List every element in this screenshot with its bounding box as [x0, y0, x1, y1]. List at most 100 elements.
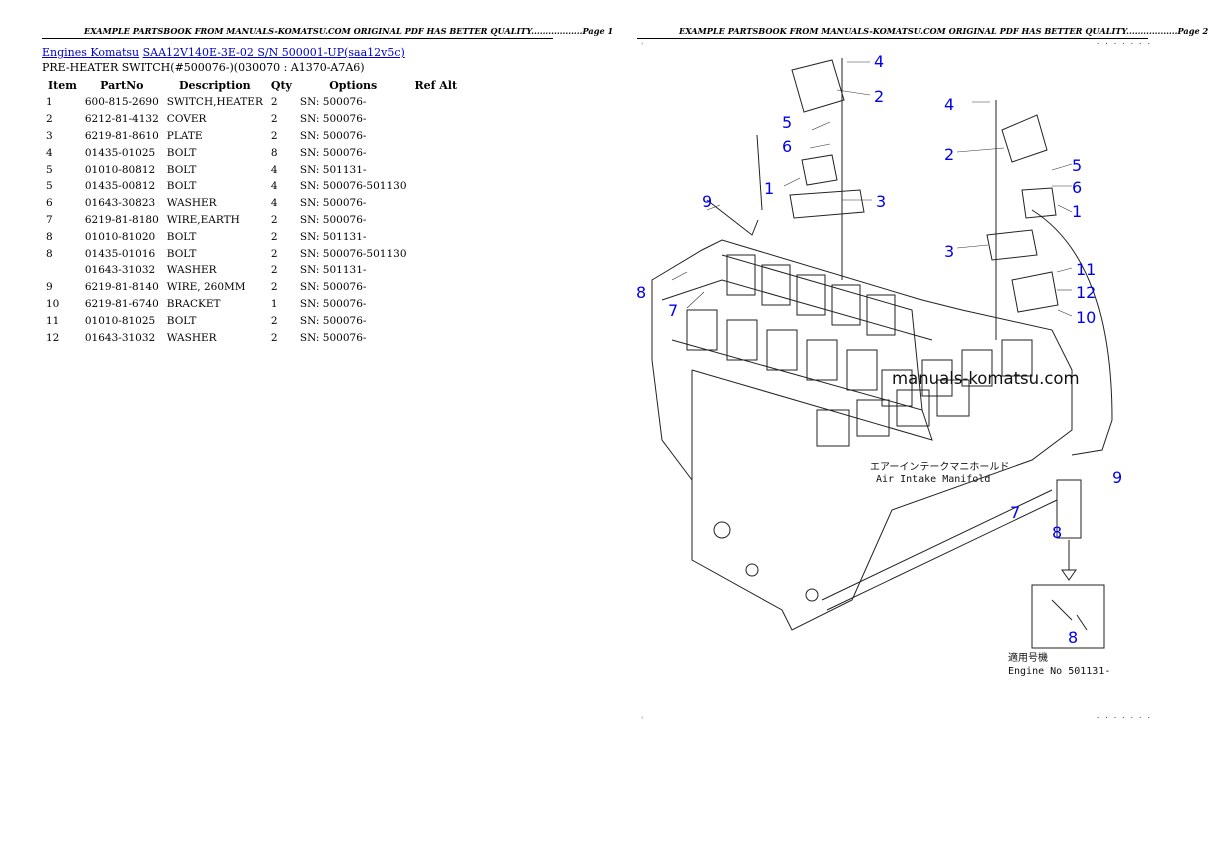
callout-5-right: 5	[1072, 156, 1082, 175]
page-title: PRE-HEATER SWITCH(#500076-)(030070 : A13…	[42, 61, 365, 74]
cover-left	[791, 59, 845, 113]
cell-partno: 01435-01016	[84, 247, 156, 260]
cell-options: SN: 500076-	[299, 113, 367, 126]
cell-qty: 2	[270, 213, 278, 226]
applicability-label-jp: 適用号機	[1008, 651, 1048, 664]
cell-description: BOLT	[166, 180, 197, 193]
cell-partno: 01010-81025	[84, 314, 156, 327]
cell-options: SN: 500076-501130	[299, 180, 407, 193]
cell-partno: 01010-80812	[84, 163, 156, 176]
cell-qty: 2	[270, 129, 278, 142]
corner-mark: · · · · · · ·	[1096, 40, 1151, 48]
cell-description: BOLT	[166, 247, 197, 260]
plate-right	[986, 229, 1038, 261]
cell-ref-alt	[411, 128, 462, 145]
cell-ref-alt	[411, 262, 462, 279]
callout-4-left: 4	[874, 52, 884, 71]
cell-options: SN: 500076-	[299, 146, 367, 159]
column-header-qty: Qty	[270, 79, 292, 92]
callout-7-left: 7	[668, 301, 678, 320]
header-divider	[42, 38, 553, 39]
cell-options: SN: 500076-	[299, 96, 367, 109]
cell-qty: 2	[270, 96, 278, 109]
cell-ref-alt	[411, 329, 462, 346]
cell-description: BOLT	[166, 230, 197, 243]
cell-item: 12	[46, 331, 60, 344]
cell-ref-alt	[411, 312, 462, 329]
cell-qty: 2	[270, 113, 278, 126]
cell-ref-alt	[411, 178, 462, 195]
cell-qty: 4	[270, 180, 278, 193]
callout-10: 10	[1076, 308, 1096, 327]
breadcrumb-link-model[interactable]: SAA12V140E-3E-02 S/N 500001-UP(saa12v5c)	[142, 46, 405, 59]
cell-description: WASHER	[166, 264, 217, 277]
page-header: EXAMPLE PARTSBOOK FROM MANUALS-KOMATSU.C…	[679, 26, 1208, 36]
cell-options: SN: 500076-	[299, 297, 367, 310]
cell-partno: 01643-30823	[84, 197, 156, 210]
breadcrumb-link-engines[interactable]: Engines Komatsu	[42, 46, 140, 59]
callout-9-left: 9	[702, 192, 712, 211]
callout-6-right: 6	[1072, 178, 1082, 197]
cell-options: SN: 500076-	[299, 314, 367, 327]
column-header-ref-alt: Ref Alt	[414, 79, 458, 92]
callout-5-left: 5	[782, 113, 792, 132]
column-header-item: Item	[48, 79, 77, 92]
cell-ref-alt	[411, 144, 462, 161]
corner-mark: ˈ	[640, 716, 645, 724]
cell-partno: 01643-31032	[84, 331, 156, 344]
callout-2-left: 2	[874, 87, 884, 106]
cell-ref-alt	[411, 94, 462, 111]
cell-qty: 2	[270, 230, 278, 243]
cylinder-head-row-left	[686, 254, 896, 391]
cell-description: BOLT	[166, 146, 197, 159]
cell-description: WASHER	[166, 331, 217, 344]
cell-item: 8	[46, 247, 53, 260]
cell-ref-alt	[411, 111, 462, 128]
cell-description: BRACKET	[166, 297, 221, 310]
callout-12: 12	[1076, 283, 1096, 302]
cell-options: SN: 500076-	[299, 129, 367, 142]
cylinder-head-row-right	[816, 339, 1033, 447]
cell-item: 5	[46, 180, 53, 193]
column-header-partno: PartNo	[100, 79, 144, 92]
cell-qty: 4	[270, 163, 278, 176]
callout-2-right: 2	[944, 145, 954, 164]
cell-options: SN: 501131-	[299, 230, 367, 243]
callout-7-right: 7	[1010, 503, 1020, 522]
cell-options: SN: 500076-	[299, 197, 367, 210]
header-divider	[637, 38, 1148, 39]
detail-inset-box-2	[1031, 584, 1105, 649]
cell-item: 3	[46, 129, 53, 142]
cell-options: SN: 500076-501130	[299, 247, 407, 260]
cell-description: BOLT	[166, 163, 197, 176]
callout-1-right: 1	[1072, 202, 1082, 221]
diagram-page: EXAMPLE PARTSBOOK FROM MANUALS-KOMATSU.C…	[595, 0, 1208, 842]
cell-item: 9	[46, 281, 53, 294]
cell-options: SN: 501131-	[299, 264, 367, 277]
cell-description: BOLT	[166, 314, 197, 327]
cell-partno: 01643-31032	[84, 264, 156, 277]
cell-options: SN: 500076-	[299, 213, 367, 226]
callout-8-detail: 8	[1052, 523, 1062, 542]
cell-partno: 01435-01025	[84, 146, 156, 159]
cell-item: 7	[46, 213, 53, 226]
parts-list-page: EXAMPLE PARTSBOOK FROM MANUALS-KOMATSU.C…	[0, 0, 613, 842]
cell-item: 4	[46, 146, 53, 159]
cell-ref-alt	[411, 212, 462, 229]
cell-ref-alt	[411, 296, 462, 313]
cell-ref-alt	[411, 228, 462, 245]
cell-options: SN: 500076-	[299, 331, 367, 344]
cell-description: WIRE, 260MM	[166, 281, 246, 294]
callout-11: 11	[1076, 260, 1096, 279]
engine-block-outline	[651, 239, 1073, 631]
heater-switch-right	[1021, 187, 1057, 219]
callout-4-right: 4	[944, 95, 954, 114]
air-intake-manifold	[821, 489, 1058, 611]
cell-ref-alt	[411, 279, 462, 296]
